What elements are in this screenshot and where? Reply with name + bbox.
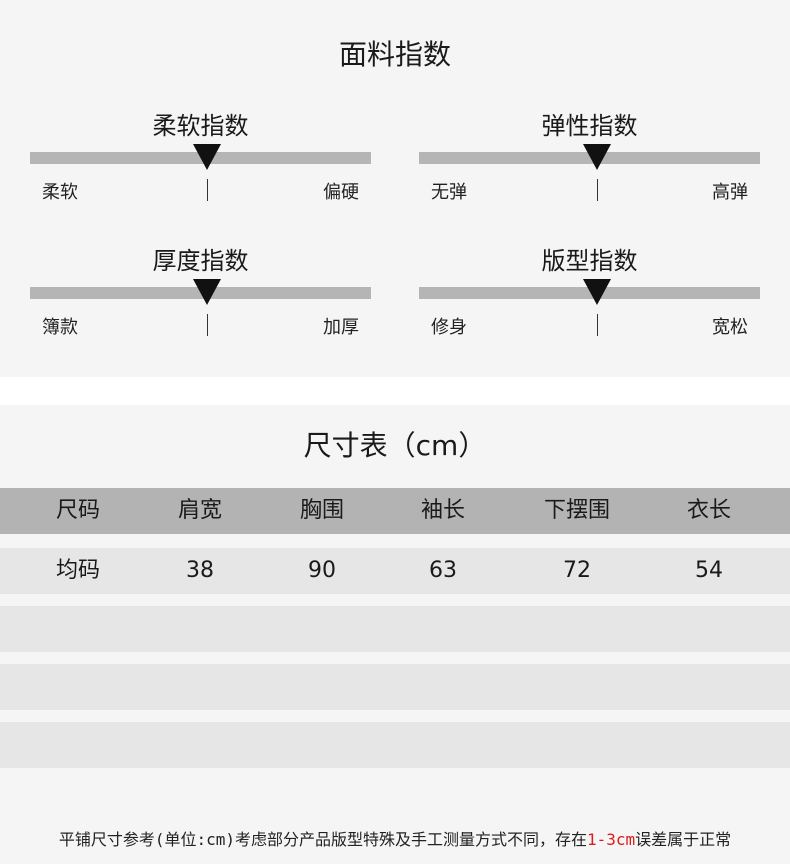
index-right-label: 加厚 bbox=[323, 317, 359, 338]
cell-length: 54 bbox=[695, 558, 723, 583]
empty-table-row bbox=[0, 664, 790, 710]
index-marker-icon bbox=[193, 144, 221, 170]
index-center-tick bbox=[207, 179, 208, 201]
index-right-label: 宽松 bbox=[712, 317, 748, 338]
size-table-title: 尺寸表（cm） bbox=[303, 429, 487, 462]
index-left-label: 簿款 bbox=[42, 317, 78, 338]
note-text: 平铺尺寸参考(单位:cm)考虑部分产品版型特殊及手工测量方式不同，存在 bbox=[58, 830, 587, 849]
fabric-index-title: 面料指数 bbox=[338, 38, 451, 71]
cell-sleeve: 63 bbox=[429, 558, 457, 583]
index-center-tick bbox=[207, 314, 208, 336]
index-left-label: 修身 bbox=[431, 317, 467, 338]
header-sleeve: 袖长 bbox=[420, 498, 466, 523]
index-right-label: 偏硬 bbox=[323, 182, 359, 203]
header-chest: 胸围 bbox=[299, 498, 345, 523]
index-left-label: 无弹 bbox=[431, 182, 467, 203]
index-name: 版型指数 bbox=[541, 247, 638, 275]
index-left-label: 柔软 bbox=[42, 182, 78, 203]
measurement-note: 平铺尺寸参考(单位:cm)考虑部分产品版型特殊及手工测量方式不同，存在1-3cm… bbox=[0, 826, 790, 850]
empty-table-row bbox=[0, 606, 790, 652]
index-name: 厚度指数 bbox=[152, 247, 249, 275]
index-marker-icon bbox=[583, 144, 611, 170]
note-text-end: 误差属于正常 bbox=[635, 830, 732, 849]
thickness-index: 厚度指数 簿款 加厚 bbox=[30, 241, 371, 351]
cell-shoulder: 38 bbox=[186, 558, 214, 583]
index-right-label: 高弹 bbox=[712, 182, 748, 203]
header-shoulder: 肩宽 bbox=[177, 498, 223, 523]
table-row: 均码 38 90 63 72 54 bbox=[0, 548, 790, 594]
index-name: 弹性指数 bbox=[541, 112, 638, 140]
empty-table-row bbox=[0, 722, 790, 768]
cell-size: 均码 bbox=[55, 558, 101, 583]
index-center-tick bbox=[597, 179, 598, 201]
fabric-index-section: 面料指数 柔软指数 柔软 偏硬 弹性指数 无弹 高弹 厚度指数 簿款 加厚 版型… bbox=[0, 0, 790, 377]
header-hem: 下摆围 bbox=[543, 498, 611, 523]
cell-chest: 90 bbox=[308, 558, 336, 583]
fit-index: 版型指数 修身 宽松 bbox=[419, 241, 760, 351]
header-size: 尺码 bbox=[55, 498, 101, 523]
index-center-tick bbox=[597, 314, 598, 336]
index-marker-icon bbox=[193, 279, 221, 305]
index-marker-icon bbox=[583, 279, 611, 305]
size-table-header-row: 尺码 肩宽 胸围 袖长 下摆围 衣长 bbox=[0, 488, 790, 534]
note-highlight: 1-3cm bbox=[586, 830, 636, 849]
cell-hem: 72 bbox=[563, 558, 591, 583]
header-length: 衣长 bbox=[686, 498, 732, 523]
index-name: 柔软指数 bbox=[152, 112, 249, 140]
softness-index: 柔软指数 柔软 偏硬 bbox=[30, 106, 371, 216]
elasticity-index: 弹性指数 无弹 高弹 bbox=[419, 106, 760, 216]
